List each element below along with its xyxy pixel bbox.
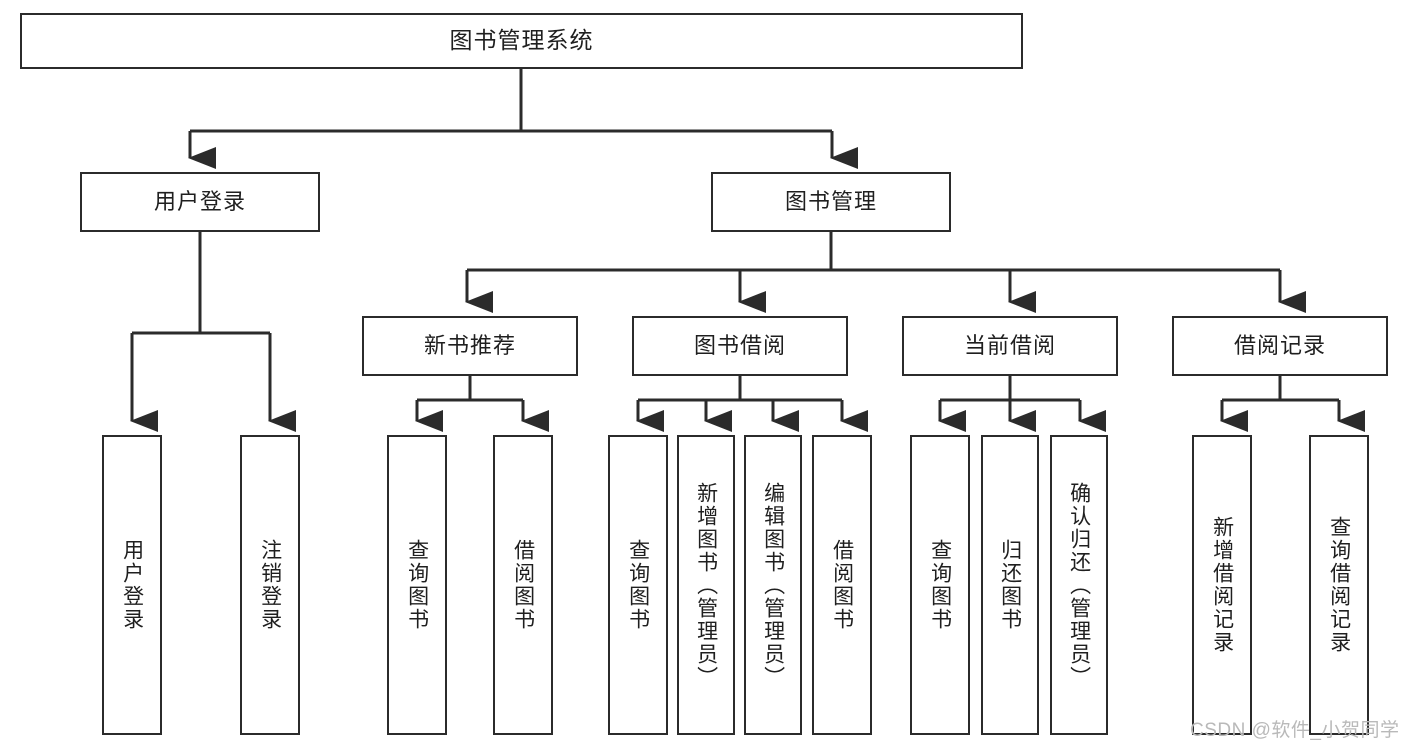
node-label: 借阅图书 xyxy=(511,539,535,631)
node-label: 编辑图书（管理员） xyxy=(761,481,785,689)
node-user-login[interactable]: 用户登录 xyxy=(80,172,320,232)
leaf-borrow-record-query-record[interactable]: 查询借阅记录 xyxy=(1309,435,1369,735)
leaf-book-borrow-edit-book-admin[interactable]: 编辑图书（管理员） xyxy=(744,435,802,735)
node-label: 新书推荐 xyxy=(423,332,516,358)
leaf-current-borrow-return-book[interactable]: 归还图书 xyxy=(981,435,1039,735)
node-label: 用户登录 xyxy=(120,539,144,631)
node-label: 查询借阅记录 xyxy=(1327,516,1351,654)
node-label: 确认归还（管理员） xyxy=(1067,481,1091,689)
node-new-book-recommend[interactable]: 新书推荐 xyxy=(362,316,578,376)
node-book-management[interactable]: 图书管理 xyxy=(711,172,951,232)
leaf-book-borrow-query-book[interactable]: 查询图书 xyxy=(608,435,668,735)
node-label: 查询图书 xyxy=(405,539,429,631)
leaf-new-book-query-book[interactable]: 查询图书 xyxy=(387,435,447,735)
node-root-book-management-system[interactable]: 图书管理系统 xyxy=(20,13,1023,69)
csdn-watermark: CSDN @软件_小贺同学 xyxy=(1190,720,1400,741)
node-label: 查询图书 xyxy=(626,539,650,631)
node-borrow-record[interactable]: 借阅记录 xyxy=(1172,316,1388,376)
node-label: 借阅图书 xyxy=(830,539,854,631)
leaf-current-borrow-confirm-return-admin[interactable]: 确认归还（管理员） xyxy=(1050,435,1108,735)
node-label: 注销登录 xyxy=(258,539,282,631)
leaf-book-borrow-add-book-admin[interactable]: 新增图书（管理员） xyxy=(677,435,735,735)
node-label: 用户登录 xyxy=(153,188,246,214)
node-label: 图书管理系统 xyxy=(449,27,594,54)
node-label: 图书借阅 xyxy=(693,332,786,358)
node-label: 新增借阅记录 xyxy=(1210,516,1234,654)
leaf-user-login-login[interactable]: 用户登录 xyxy=(102,435,162,735)
node-label: 图书管理 xyxy=(784,188,877,214)
node-label: 借阅记录 xyxy=(1233,332,1326,358)
node-label: 新增图书（管理员） xyxy=(694,481,718,689)
leaf-user-login-logout[interactable]: 注销登录 xyxy=(240,435,300,735)
leaf-current-borrow-query-book[interactable]: 查询图书 xyxy=(910,435,970,735)
node-label: 归还图书 xyxy=(998,539,1022,631)
node-label: 查询图书 xyxy=(928,539,952,631)
node-book-borrow[interactable]: 图书借阅 xyxy=(632,316,848,376)
node-current-borrow[interactable]: 当前借阅 xyxy=(902,316,1118,376)
leaf-book-borrow-borrow-book[interactable]: 借阅图书 xyxy=(812,435,872,735)
leaf-new-book-borrow-book[interactable]: 借阅图书 xyxy=(493,435,553,735)
leaf-borrow-record-add-record[interactable]: 新增借阅记录 xyxy=(1192,435,1252,735)
node-label: 当前借阅 xyxy=(963,332,1056,358)
